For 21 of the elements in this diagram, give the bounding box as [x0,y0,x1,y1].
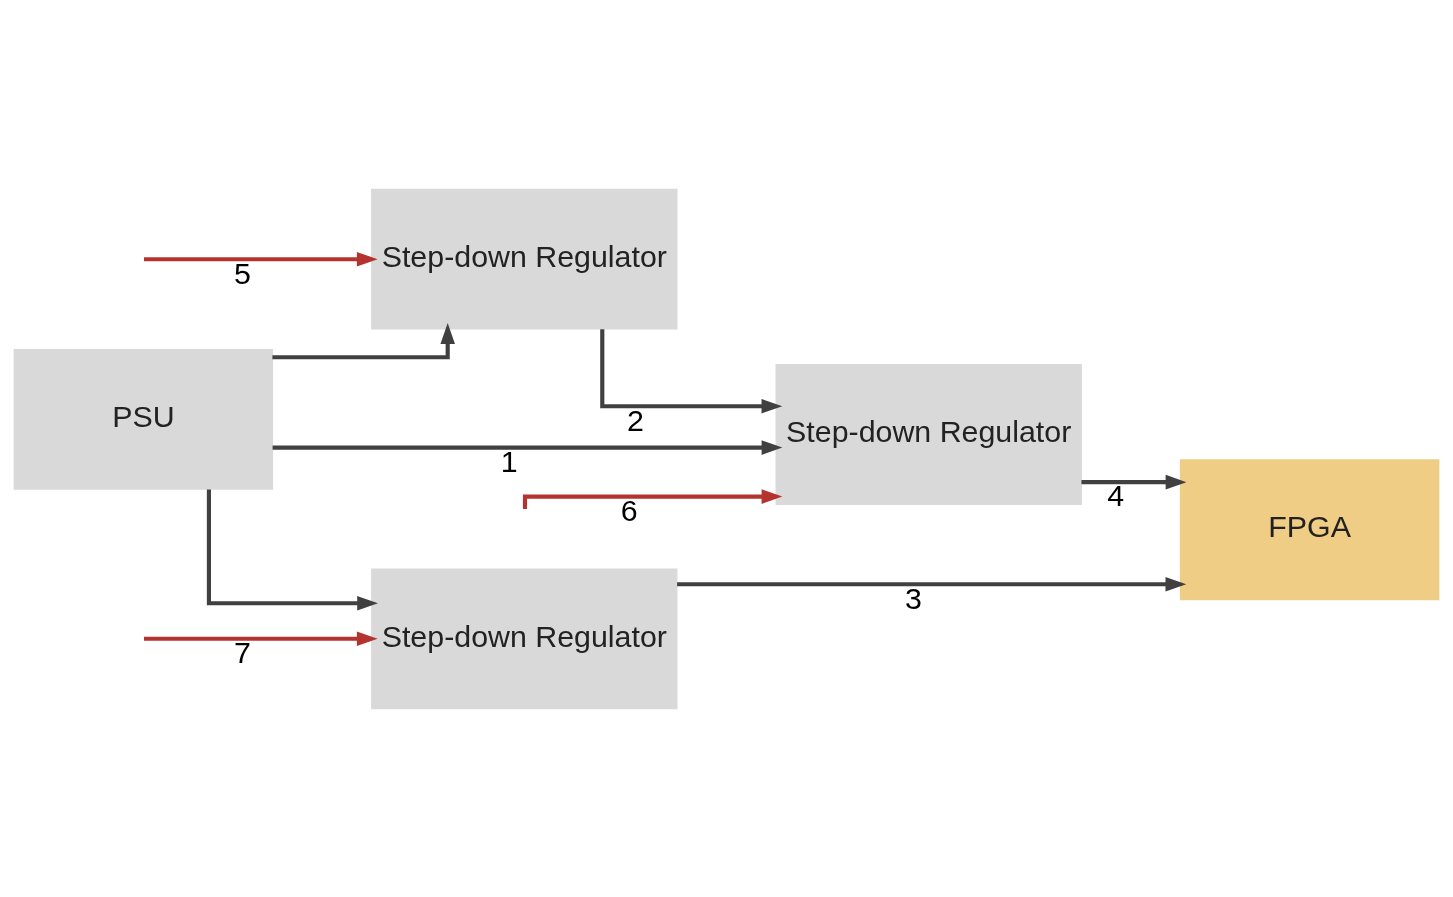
node-box: Step-down Regulator [371,188,678,330]
arrow [272,322,455,359]
arrow [522,488,783,509]
edge-label: 4 [1107,478,1125,512]
edge-label: 3 [904,581,922,615]
node-box: Step-down Regulator [371,567,678,709]
arrow [600,328,783,413]
edge-label: 6 [620,493,638,527]
edge-label: 2 [627,403,644,437]
arrow [272,439,783,455]
arrow [1081,474,1187,489]
node-box: FPGA [1179,458,1440,600]
arrow [677,576,1187,592]
arrow [206,488,378,610]
node-box: Step-down Regulator [775,363,1082,505]
node-box: PSU [13,348,274,490]
arrow [144,631,378,646]
edge-label: 1 [500,444,518,478]
edge-label: 5 [234,256,251,290]
edge-label: 7 [234,635,251,669]
arrow [144,251,378,266]
